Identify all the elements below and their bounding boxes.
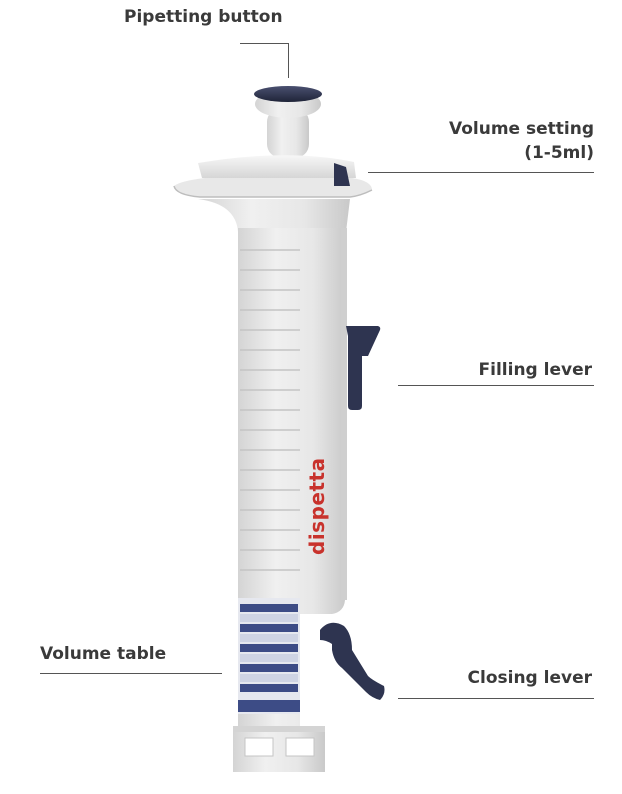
volume-table-row bbox=[240, 624, 298, 632]
volume-table-row bbox=[240, 664, 298, 672]
leader-closing-lever bbox=[398, 698, 594, 699]
volume-table-row bbox=[240, 604, 298, 612]
pipette-cap bbox=[173, 155, 373, 232]
volume-table-row bbox=[240, 644, 298, 652]
label-volume-setting-line1: Volume setting bbox=[449, 119, 594, 139]
bottom-socket bbox=[233, 726, 325, 772]
leader-volume-table bbox=[40, 673, 222, 674]
closing-lever bbox=[320, 622, 385, 700]
volume-table-row bbox=[240, 654, 298, 662]
dispetta-logo: dispetta bbox=[305, 457, 329, 555]
volume-table-row bbox=[240, 634, 298, 642]
leader-pipetting-button-v bbox=[288, 43, 289, 78]
label-closing-lever: Closing lever bbox=[467, 668, 592, 688]
leader-filling-lever bbox=[398, 385, 594, 386]
leader-volume-setting bbox=[368, 172, 594, 173]
label-volume-setting-line2: (1-5ml) bbox=[524, 143, 594, 163]
label-filling-lever: Filling lever bbox=[478, 360, 592, 380]
volume-table-row bbox=[240, 614, 298, 622]
pipetting-button-knob bbox=[254, 86, 322, 158]
volume-table-row bbox=[240, 684, 298, 692]
label-volume-table: Volume table bbox=[40, 644, 167, 664]
volume-setting-wheel bbox=[334, 163, 350, 186]
leader-pipetting-button-h bbox=[240, 43, 288, 44]
label-volume-setting: Volume setting (1-5ml) bbox=[449, 117, 594, 165]
grip-ribs bbox=[240, 249, 300, 571]
volume-table bbox=[238, 598, 300, 714]
label-pipetting-button: Pipetting button bbox=[124, 7, 283, 27]
volume-table-row bbox=[240, 674, 298, 682]
filling-lever bbox=[346, 326, 381, 410]
